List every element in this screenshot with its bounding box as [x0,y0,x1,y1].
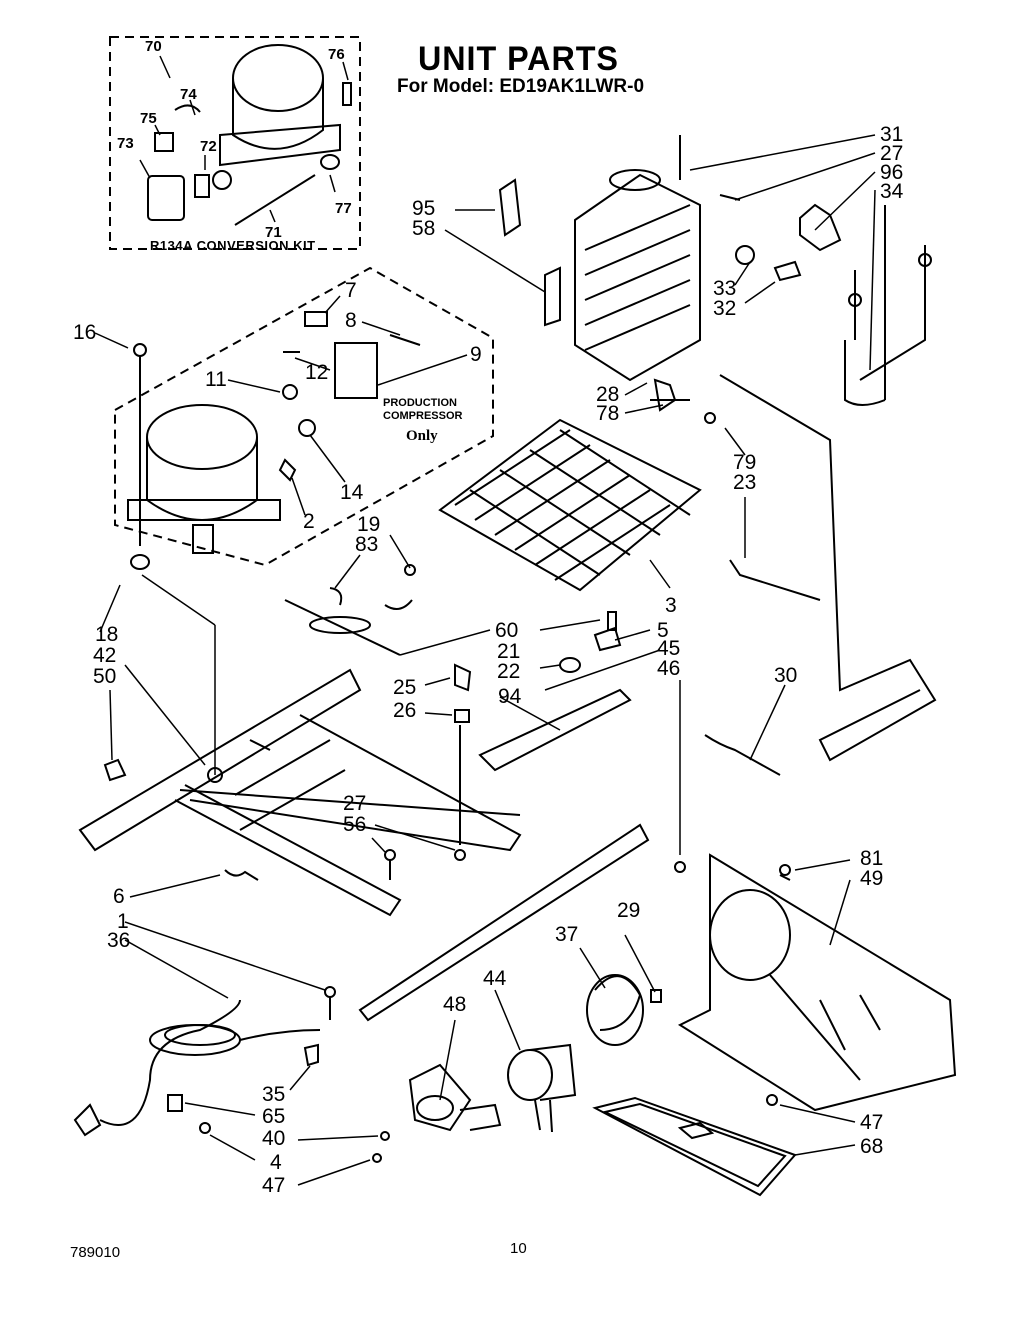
fan-shroud-leader-lines [779,859,856,1123]
part-number-65: 65 [262,1105,286,1128]
part-number-72: 72 [200,138,217,155]
drain-pan-drawing [592,1096,797,1197]
power-cord-leader-lines [184,1065,311,1161]
part-number-81: 81 [860,847,884,870]
part-number-47-lower-left: 47 [262,1174,286,1197]
part-number-33: 33 [713,277,737,300]
kit-leader-lines [139,55,349,223]
part-number-34: 34 [880,180,904,203]
part-number-25: 25 [393,676,417,699]
part-number-42: 42 [93,644,117,667]
base-leader-lines [99,574,456,999]
part-number-27: 27 [880,142,904,165]
part-number-16: 16 [73,321,97,344]
part-number-60: 60 [495,619,519,642]
model-subtitle: For Model: ED19AK1LWR-0 [397,76,645,97]
part-number-6: 6 [113,885,125,908]
part-number-49: 49 [860,867,884,890]
part-number-58: 58 [412,217,436,240]
production-compressor-drawing [127,311,421,570]
evaporator-leader-lines [334,382,746,589]
part-number-56: 56 [343,813,367,836]
part-number-71: 71 [265,224,282,241]
part-number-3: 3 [665,594,677,617]
document-code: 789010 [70,1244,121,1261]
production-label-line-1: PRODUCTION [383,397,457,409]
part-number-44: 44 [483,967,507,990]
part-number-73: 73 [117,135,134,152]
part-number-77: 77 [335,200,352,217]
part-number-19: 19 [357,513,381,536]
conversion-kit-label: R134A CONVERSION KIT [150,238,316,253]
condenser-drawing [498,135,932,406]
part-number-46: 46 [657,657,681,680]
part-number-32: 32 [713,297,737,320]
fan-motor-drawing [372,974,662,1163]
part-number-78: 78 [596,402,620,425]
part-number-83: 83 [355,533,379,556]
part-number-28: 28 [596,383,620,406]
heater-drawing [284,564,781,845]
page-number: 10 [510,1240,527,1257]
part-number-70: 70 [145,38,162,55]
part-number-7: 7 [345,279,357,302]
part-number-76: 76 [328,46,345,63]
production-label-line-2: COMPRESSOR [383,410,463,422]
part-number-45: 45 [657,637,681,660]
part-number-50: 50 [93,665,117,688]
page-title: UNIT PARTS [418,40,619,78]
part-number-75: 75 [140,110,157,127]
part-number-94: 94 [498,685,522,708]
part-number-12: 12 [305,361,329,384]
part-number-30: 30 [774,664,798,687]
part-number-74: 74 [180,86,197,103]
drain-pan-leader-line [794,1144,856,1156]
part-number-40: 40 [262,1127,286,1150]
kit-compressor-drawing [147,44,352,226]
part-number-18: 18 [95,623,119,646]
only-label: Only [406,428,438,444]
part-number-23: 23 [733,471,757,494]
heater-leader-lines [399,619,786,855]
condenser-leader-lines [444,134,876,371]
part-number-29: 29 [617,899,641,922]
part-number-27-lower: 27 [343,792,367,815]
part-number-48: 48 [443,993,467,1016]
evaporator-drawing [438,374,937,762]
base-frame-drawing [78,668,686,1022]
part-number-68: 68 [860,1135,884,1158]
part-number-5: 5 [657,619,669,642]
fan-motor-leader-lines [297,934,656,1186]
power-cord-drawing [73,999,321,1137]
part-number-95: 95 [412,197,436,220]
part-number-2: 2 [303,510,315,533]
part-number-11: 11 [205,368,227,391]
part-number-35: 35 [262,1083,286,1106]
part-number-21: 21 [497,640,521,663]
part-number-8: 8 [345,309,357,332]
part-number-14: 14 [340,481,364,504]
part-number-31: 31 [880,123,904,146]
part-number-22: 22 [497,660,521,683]
part-number-1: 1 [117,910,129,933]
production-leader-lines [94,295,468,516]
part-number-79: 79 [733,451,757,474]
part-number-96: 96 [880,161,904,184]
part-number-37: 37 [555,923,579,946]
conversion-kit-box [109,36,361,250]
production-compressor-label: PRODUCTION COMPRESSOR [383,397,462,423]
part-number-47: 47 [860,1111,884,1134]
part-number-36: 36 [107,929,131,952]
part-number-26: 26 [393,699,417,722]
part-number-9: 9 [470,343,482,366]
fan-shroud-drawing [677,853,957,1112]
part-number-4: 4 [270,1151,282,1174]
production-compressor-box [114,266,494,567]
